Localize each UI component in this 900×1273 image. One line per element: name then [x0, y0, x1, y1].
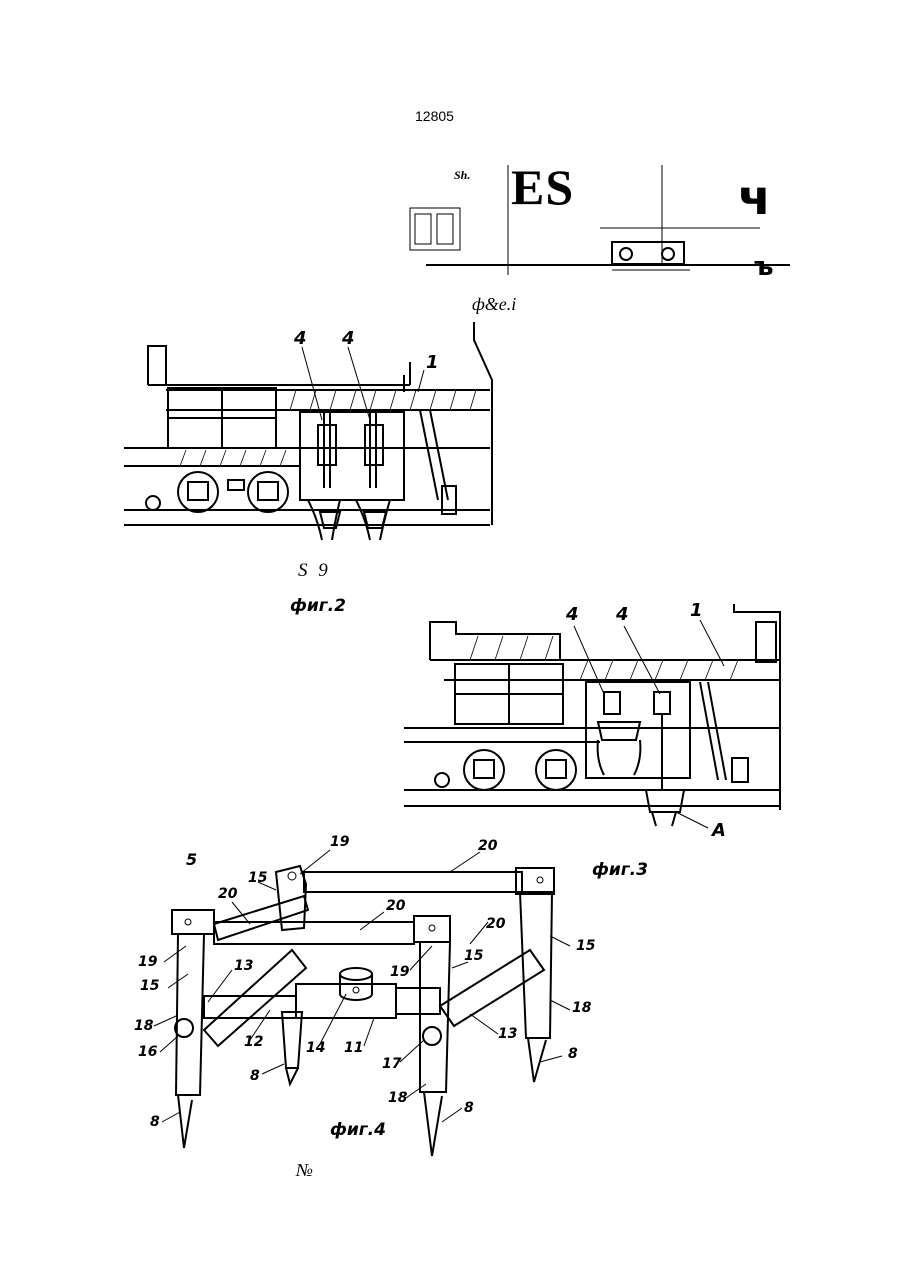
- fig4-callout-8-far: 8: [568, 1046, 578, 1062]
- fig4-callout-8-left: 8: [150, 1114, 160, 1130]
- fig4-callout-20-left: 20: [218, 886, 237, 902]
- fig4-callout-13-right: 13: [498, 1026, 517, 1042]
- fig2-callout-4b: 4: [342, 328, 355, 349]
- fig4-callout-20-top: 20: [478, 838, 497, 854]
- figure-1-caption: ф&e.i: [472, 294, 516, 315]
- fig2-callout-4a: 4: [294, 328, 307, 349]
- figure-2-caption: фиг.2: [290, 596, 346, 616]
- fig4-callout-8-mid: 8: [250, 1068, 260, 1084]
- fig4-callout-15-left: 15: [140, 978, 159, 994]
- fig4-callout-15-far: 15: [576, 938, 595, 954]
- fig4-callout-19-right: 19: [390, 964, 409, 980]
- fig3-callout-1: 1: [690, 600, 703, 621]
- figure-3-drawing: [404, 604, 780, 828]
- fig4-callout-8-right: 8: [464, 1100, 474, 1116]
- number-sign: №: [296, 1160, 313, 1181]
- fig4-callout-13-left: 13: [234, 958, 253, 974]
- fig4-callout-5: 5: [186, 850, 197, 869]
- fig4-callout-16: 16: [138, 1044, 157, 1060]
- fig3-callout-4b: 4: [616, 604, 629, 625]
- fig4-callout-20-right: 20: [486, 916, 505, 932]
- figure-4-drawing: [154, 850, 570, 1156]
- fig4-callout-18-right: 18: [388, 1090, 407, 1106]
- fig4-callout-17: 17: [382, 1056, 401, 1072]
- fig4-callout-12: 12: [244, 1034, 263, 1050]
- fig3-callout-a: A: [712, 820, 726, 841]
- fig4-callout-19-top: 19: [330, 834, 349, 850]
- fig3-callout-4a: 4: [566, 604, 579, 625]
- fig4-callout-19-left: 19: [138, 954, 157, 970]
- header-fragment-drawing: [410, 165, 790, 275]
- fig4-callout-15-top: 15: [248, 870, 267, 886]
- fig4-callout-18-far: 18: [572, 1000, 591, 1016]
- figure-4-caption: фиг.4: [330, 1120, 386, 1140]
- scan-artifact-caption: S 9: [298, 560, 331, 582]
- fig4-callout-20-mid: 20: [386, 898, 405, 914]
- fig4-callout-14: 14: [306, 1040, 325, 1056]
- figure-3-caption: фиг.3: [592, 860, 648, 880]
- fig4-callout-11: 11: [344, 1040, 363, 1056]
- fig2-callout-1: 1: [426, 352, 439, 373]
- fig4-callout-15-right: 15: [464, 948, 483, 964]
- fig4-callout-18-left: 18: [134, 1018, 153, 1034]
